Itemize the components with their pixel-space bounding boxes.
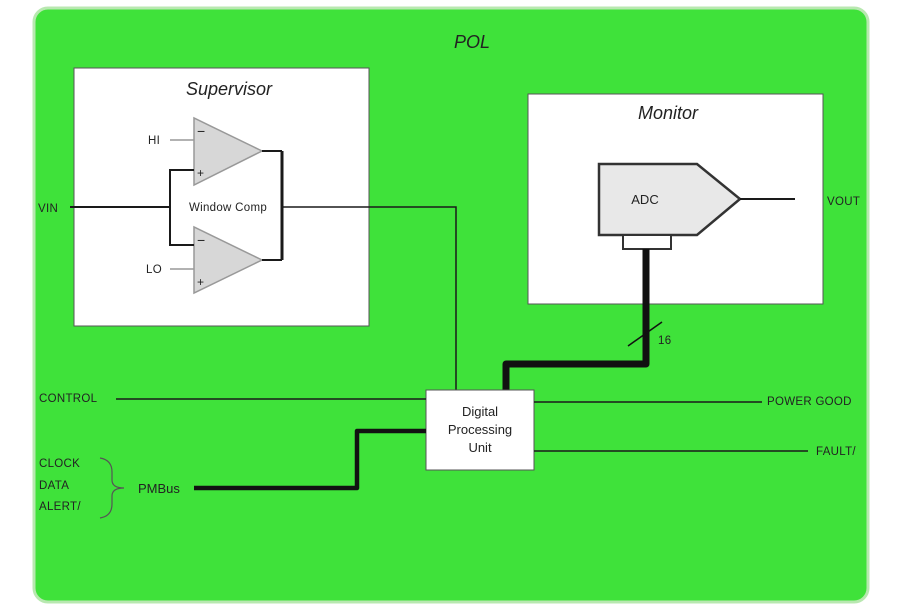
data-label: DATA	[39, 480, 69, 492]
pmbus-wire	[194, 428, 426, 491]
supervisor-block	[73, 67, 370, 327]
adc-block	[597, 162, 742, 237]
supervisor-title: Supervisor	[186, 79, 273, 99]
bus-width-slash	[627, 321, 663, 347]
vout-label: VOUT	[827, 196, 860, 208]
pol-title: POL	[454, 32, 490, 52]
clock-label: CLOCK	[39, 458, 80, 470]
adc-port	[622, 234, 672, 250]
dpu-label-line3: Unit	[468, 440, 492, 455]
bus-width-label: 16	[658, 335, 671, 347]
control-label: CONTROL	[39, 393, 98, 405]
hi-comparator: − +	[193, 116, 264, 187]
dpu-block	[425, 389, 535, 471]
vin-label: VIN	[38, 203, 58, 215]
pmbus-label: PMBus	[138, 481, 180, 496]
adc-label: ADC	[631, 192, 658, 207]
svg-text:+: +	[197, 166, 204, 180]
alert-label: ALERT/	[39, 501, 81, 513]
svg-text:−: −	[197, 232, 205, 248]
adc-bus-wire	[502, 249, 650, 390]
svg-text:−: −	[197, 123, 205, 139]
fault-label: FAULT/	[816, 446, 856, 458]
pmbus-brace	[99, 457, 125, 519]
lo-label: LO	[146, 264, 162, 276]
monitor-title: Monitor	[638, 103, 699, 123]
dpu-label-line2: Processing	[448, 422, 512, 437]
supervisor-output-wire	[282, 206, 457, 390]
svg-text:+: +	[197, 275, 204, 289]
lo-comparator: − +	[193, 225, 264, 295]
window-comp-label: Window Comp	[189, 202, 267, 214]
dpu-label-line1: Digital	[462, 404, 498, 419]
power-good-label: POWER GOOD	[767, 396, 852, 408]
hi-label: HI	[148, 135, 160, 147]
